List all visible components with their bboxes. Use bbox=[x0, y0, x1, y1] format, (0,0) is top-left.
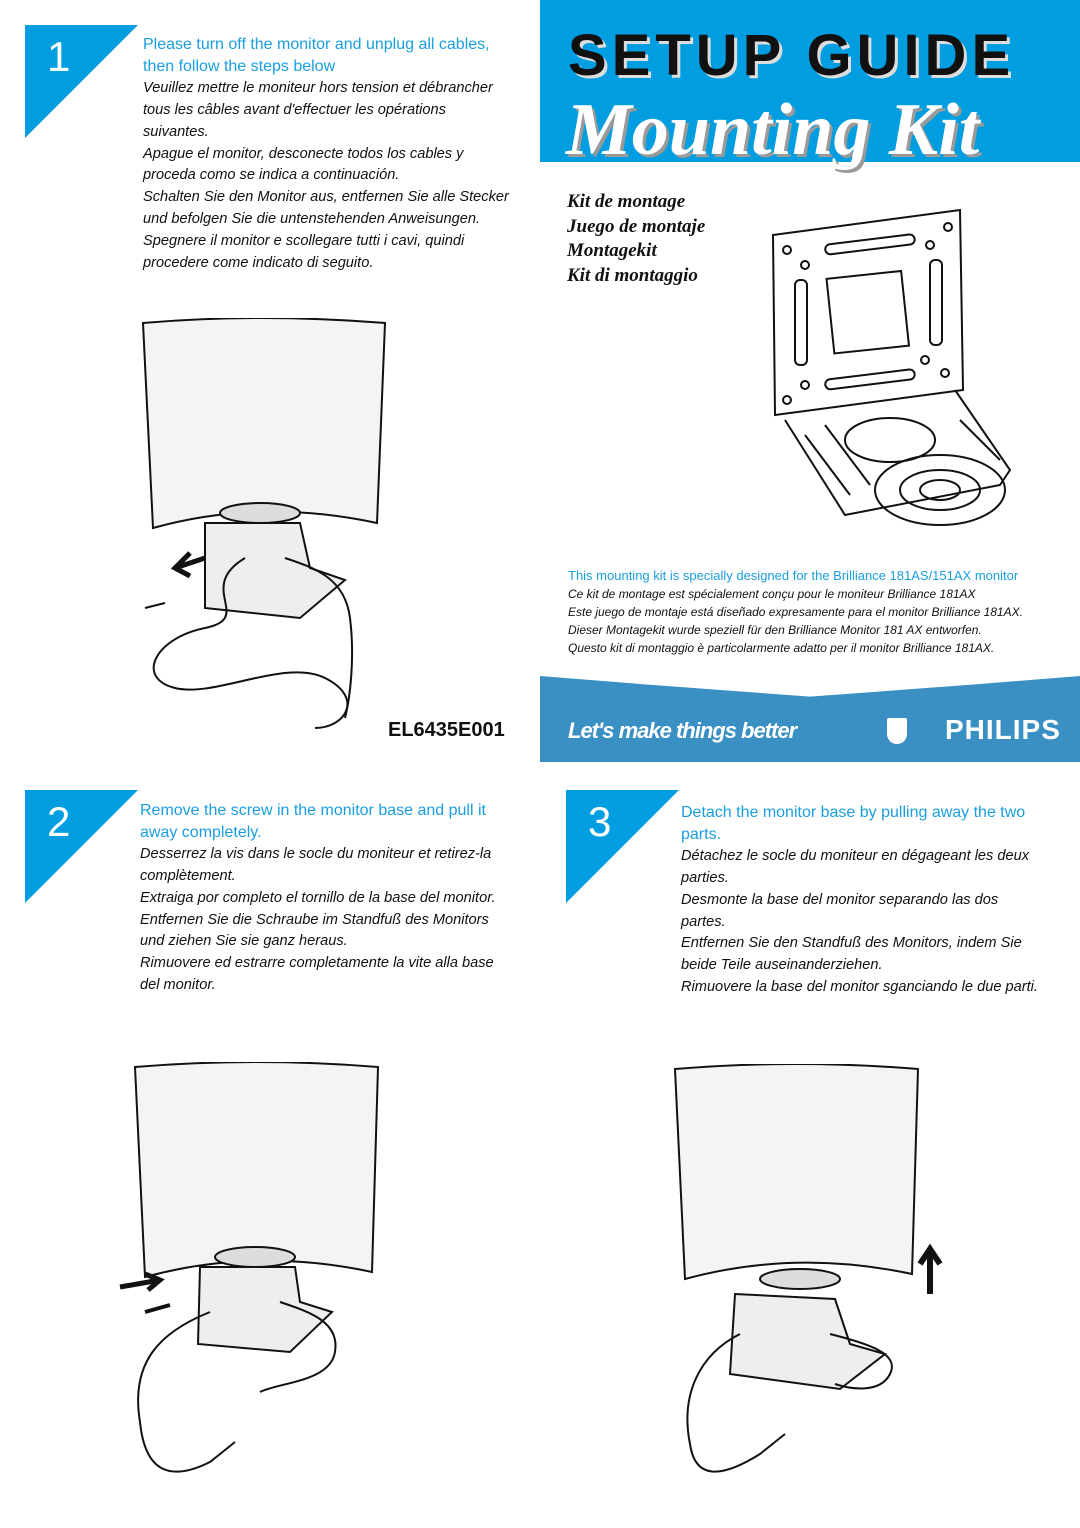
step-3-badge: 3 bbox=[566, 790, 679, 903]
monitor-unplug-illustration bbox=[141, 318, 387, 729]
monitor-detach-base-illustration bbox=[673, 1064, 943, 1473]
step-3-text: Detach the monitor base by pulling away … bbox=[681, 804, 1038, 996]
step-1-badge: 1 bbox=[25, 25, 138, 138]
kit-description: This mounting kit is specially designed … bbox=[568, 568, 1023, 655]
brand-banner: Let's make things better PHILIPS bbox=[540, 676, 1080, 762]
slogan: Let's make things better bbox=[568, 718, 797, 743]
philips-shield-icon bbox=[887, 718, 907, 744]
monitor-remove-screw-illustration bbox=[119, 1062, 380, 1473]
step-2-badge: 2 bbox=[25, 790, 138, 903]
brand-logo: PHILIPS bbox=[945, 714, 1061, 745]
mounting-bracket-illustration bbox=[771, 208, 1012, 526]
step-2-text: Remove the screw in the monitor base and… bbox=[140, 802, 496, 994]
page-subtitle: Mounting Kit bbox=[566, 89, 980, 171]
title-header: SETUP GUIDE Mounting Kit bbox=[540, 0, 1080, 171]
page-title: SETUP GUIDE bbox=[568, 23, 1016, 88]
figure-code: EL6435E001 bbox=[388, 719, 505, 741]
step-1-text: Please turn off the monitor and unplug a… bbox=[143, 36, 509, 272]
kit-translations: Kit de montage Juego de montaje Montagek… bbox=[567, 191, 706, 286]
